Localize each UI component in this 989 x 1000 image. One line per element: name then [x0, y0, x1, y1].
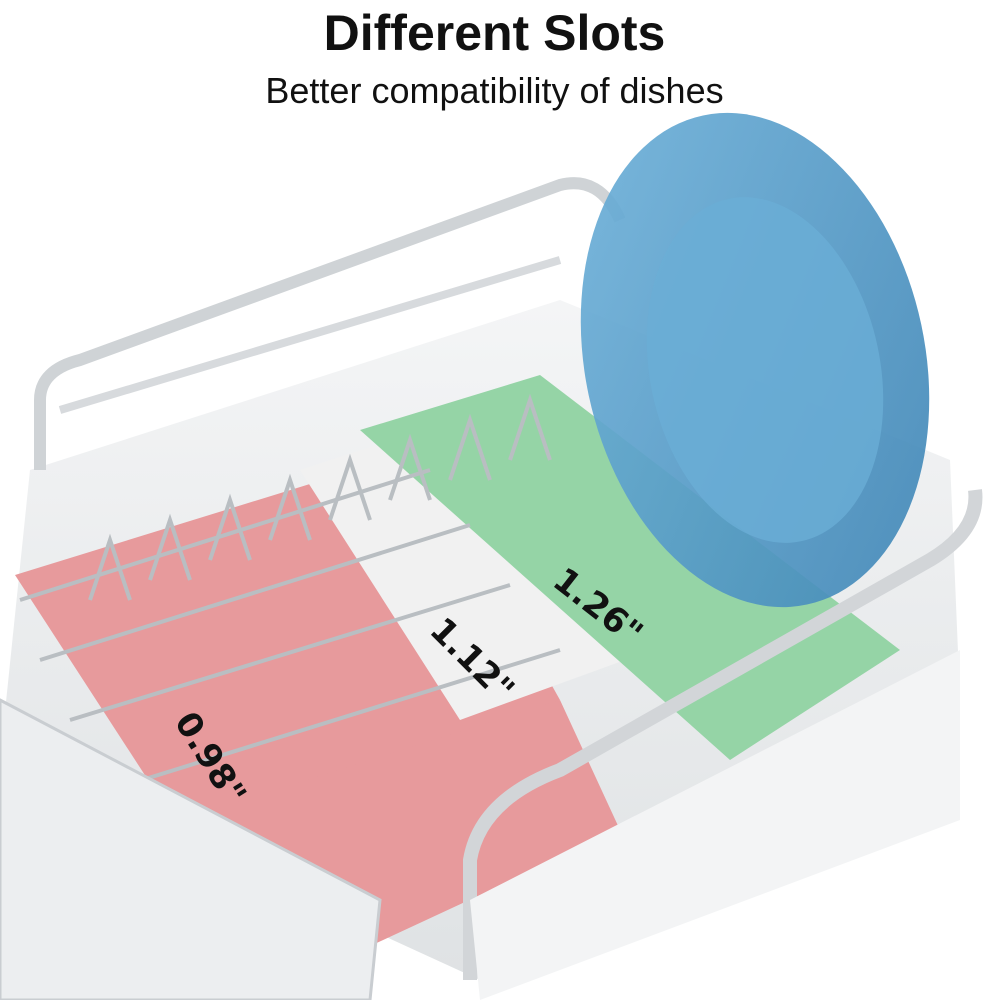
- zone-green: [360, 375, 900, 760]
- headline-subtitle: Better compatibility of dishes: [265, 70, 724, 111]
- zone-white: [300, 395, 680, 720]
- handle-frame: [34, 177, 626, 470]
- front-frame: [463, 489, 983, 980]
- headline-title: Different Slots: [323, 5, 666, 61]
- drying-tray: [0, 698, 382, 1000]
